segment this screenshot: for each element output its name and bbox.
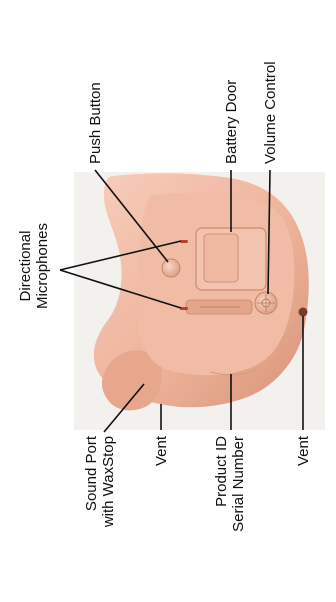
- battery-door-label: Battery Door: [223, 80, 240, 164]
- volume-control-label: Volume Control: [262, 61, 279, 164]
- directional-microphones-label: Directional Microphones: [17, 223, 51, 309]
- microphone-port-upper: [180, 240, 188, 243]
- sound-port-label: Sound Port with WaxStop: [83, 435, 117, 528]
- svg-text:Serial Number: Serial Number: [230, 436, 247, 532]
- push-button-label: Push Button: [87, 82, 104, 164]
- svg-text:Microphones: Microphones: [34, 223, 51, 309]
- svg-text:with WaxStop: with WaxStop: [100, 436, 117, 528]
- svg-text:Product ID: Product ID: [213, 436, 230, 507]
- product-id-label: Product ID Serial Number: [213, 436, 247, 532]
- microphone-port-lower: [180, 307, 188, 310]
- vent-left-label: Vent: [153, 435, 170, 466]
- svg-text:Directional: Directional: [17, 231, 34, 302]
- vent-right-label: Vent: [295, 435, 312, 466]
- svg-text:Sound Port: Sound Port: [83, 435, 100, 511]
